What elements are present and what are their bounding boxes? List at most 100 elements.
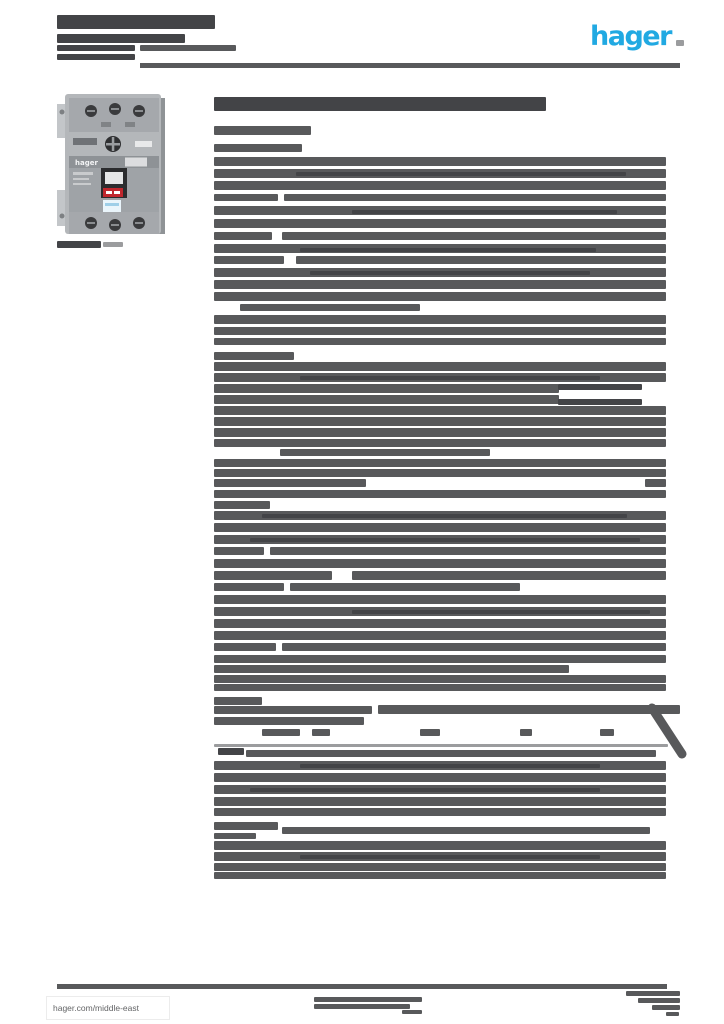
redacted-text-line — [214, 822, 278, 830]
redacted-text-line — [214, 773, 666, 782]
device-brand-text: hager — [75, 159, 98, 167]
redacted-text-line — [262, 729, 300, 736]
redacted-text-line — [103, 242, 123, 247]
redacted-text-line — [402, 1010, 422, 1014]
redacted-text-line — [600, 729, 614, 736]
footer-url-link[interactable]: hager.com/middle-east — [46, 996, 170, 1020]
redacted-text-line — [214, 459, 666, 467]
redacted-text-line — [214, 595, 666, 604]
redacted-text-line — [626, 991, 680, 996]
redacted-text-line — [214, 490, 666, 498]
redacted-text-line — [57, 15, 215, 29]
redacted-text-line — [214, 697, 262, 705]
redacted-text-line — [214, 439, 666, 447]
redacted-text-line — [140, 45, 236, 51]
redacted-text-line — [214, 384, 559, 393]
redacted-text-line — [214, 469, 666, 477]
redacted-text-line — [558, 384, 642, 390]
redacted-text-line — [214, 338, 666, 345]
redacted-text-line — [214, 256, 284, 264]
redacted-text-line — [214, 362, 666, 371]
redacted-text-line — [214, 97, 546, 111]
redacted-text-line — [214, 232, 272, 240]
redacted-text-line — [214, 523, 666, 532]
redacted-text-line — [352, 210, 617, 214]
redacted-text-line — [378, 705, 680, 714]
redacted-text-line — [290, 583, 520, 591]
redacted-text-line — [214, 547, 264, 555]
redacted-text-line — [214, 395, 559, 404]
redacted-text-line — [214, 619, 666, 628]
redacted-text-line — [310, 271, 590, 275]
redacted-text-line — [214, 194, 278, 201]
redacted-text-line — [296, 256, 666, 264]
redacted-text-line — [314, 1004, 410, 1009]
redacted-text-line — [214, 428, 666, 437]
redacted-text-line — [280, 449, 490, 456]
redacted-text-line — [300, 855, 600, 859]
redacted-text-line — [214, 280, 666, 289]
redacted-text-line — [638, 998, 680, 1003]
redacted-text-line — [57, 34, 185, 43]
product-photo-mccb: hager — [57, 94, 165, 234]
redacted-text-line — [214, 841, 666, 850]
redacted-text-line — [214, 501, 270, 509]
redacted-text-line — [246, 750, 656, 757]
redacted-text-line — [645, 479, 666, 487]
redacted-text-line — [214, 144, 302, 152]
redacted-text-line — [214, 631, 666, 640]
redacted-text-line — [214, 219, 666, 228]
redacted-text-line — [314, 997, 422, 1002]
redacted-text-line — [214, 559, 666, 568]
redacted-text-line — [214, 417, 666, 426]
redacted-text-line — [214, 583, 284, 591]
redacted-text-line — [284, 194, 666, 201]
redacted-text-line — [676, 40, 684, 46]
redacted-text-line — [296, 172, 626, 176]
footer-url-text: hager.com/middle-east — [53, 1003, 139, 1013]
redacted-text-line — [214, 833, 256, 839]
hager-logo: hager — [590, 21, 672, 52]
redacted-text-line — [214, 181, 666, 190]
redacted-text-line — [57, 45, 135, 51]
redacted-text-line — [214, 406, 666, 415]
header-divider — [140, 63, 680, 68]
redacted-text-line — [214, 706, 372, 714]
redacted-text-line — [214, 655, 666, 663]
redacted-text-line — [214, 292, 666, 301]
redacted-text-line — [300, 764, 600, 768]
redacted-text-line — [214, 126, 311, 135]
redacted-text-line — [214, 157, 666, 166]
redacted-text-line — [652, 1005, 680, 1010]
footer-divider — [57, 984, 667, 989]
redacted-text-line — [300, 376, 600, 380]
redacted-text-line — [282, 232, 666, 240]
red-label — [103, 188, 123, 197]
redacted-text-line — [214, 872, 666, 879]
redacted-text-line — [214, 684, 666, 691]
redacted-text-line — [214, 808, 666, 816]
redacted-text-line — [214, 717, 364, 725]
redacted-text-line — [558, 399, 642, 405]
redacted-text-line — [420, 729, 440, 736]
redacted-text-line — [214, 352, 294, 360]
redacted-text-line — [57, 54, 135, 60]
redacted-text-line — [282, 643, 666, 651]
diagonal-curve-graphic — [647, 703, 687, 759]
redacted-text-line — [214, 315, 666, 324]
redacted-text-line — [214, 643, 276, 651]
redacted-text-line — [312, 729, 330, 736]
upper-slot — [73, 138, 97, 145]
redacted-text-line — [214, 479, 366, 487]
redacted-text-line — [250, 538, 640, 542]
redacted-text-line — [352, 610, 650, 614]
redacted-text-line — [520, 729, 532, 736]
redacted-text-line — [214, 327, 666, 335]
redacted-text-line — [214, 863, 666, 871]
redacted-text-line — [214, 797, 666, 806]
redacted-text-line — [250, 788, 600, 792]
redacted-text-line — [214, 665, 569, 673]
redacted-text-line — [214, 744, 668, 747]
redacted-text-line — [218, 748, 244, 755]
